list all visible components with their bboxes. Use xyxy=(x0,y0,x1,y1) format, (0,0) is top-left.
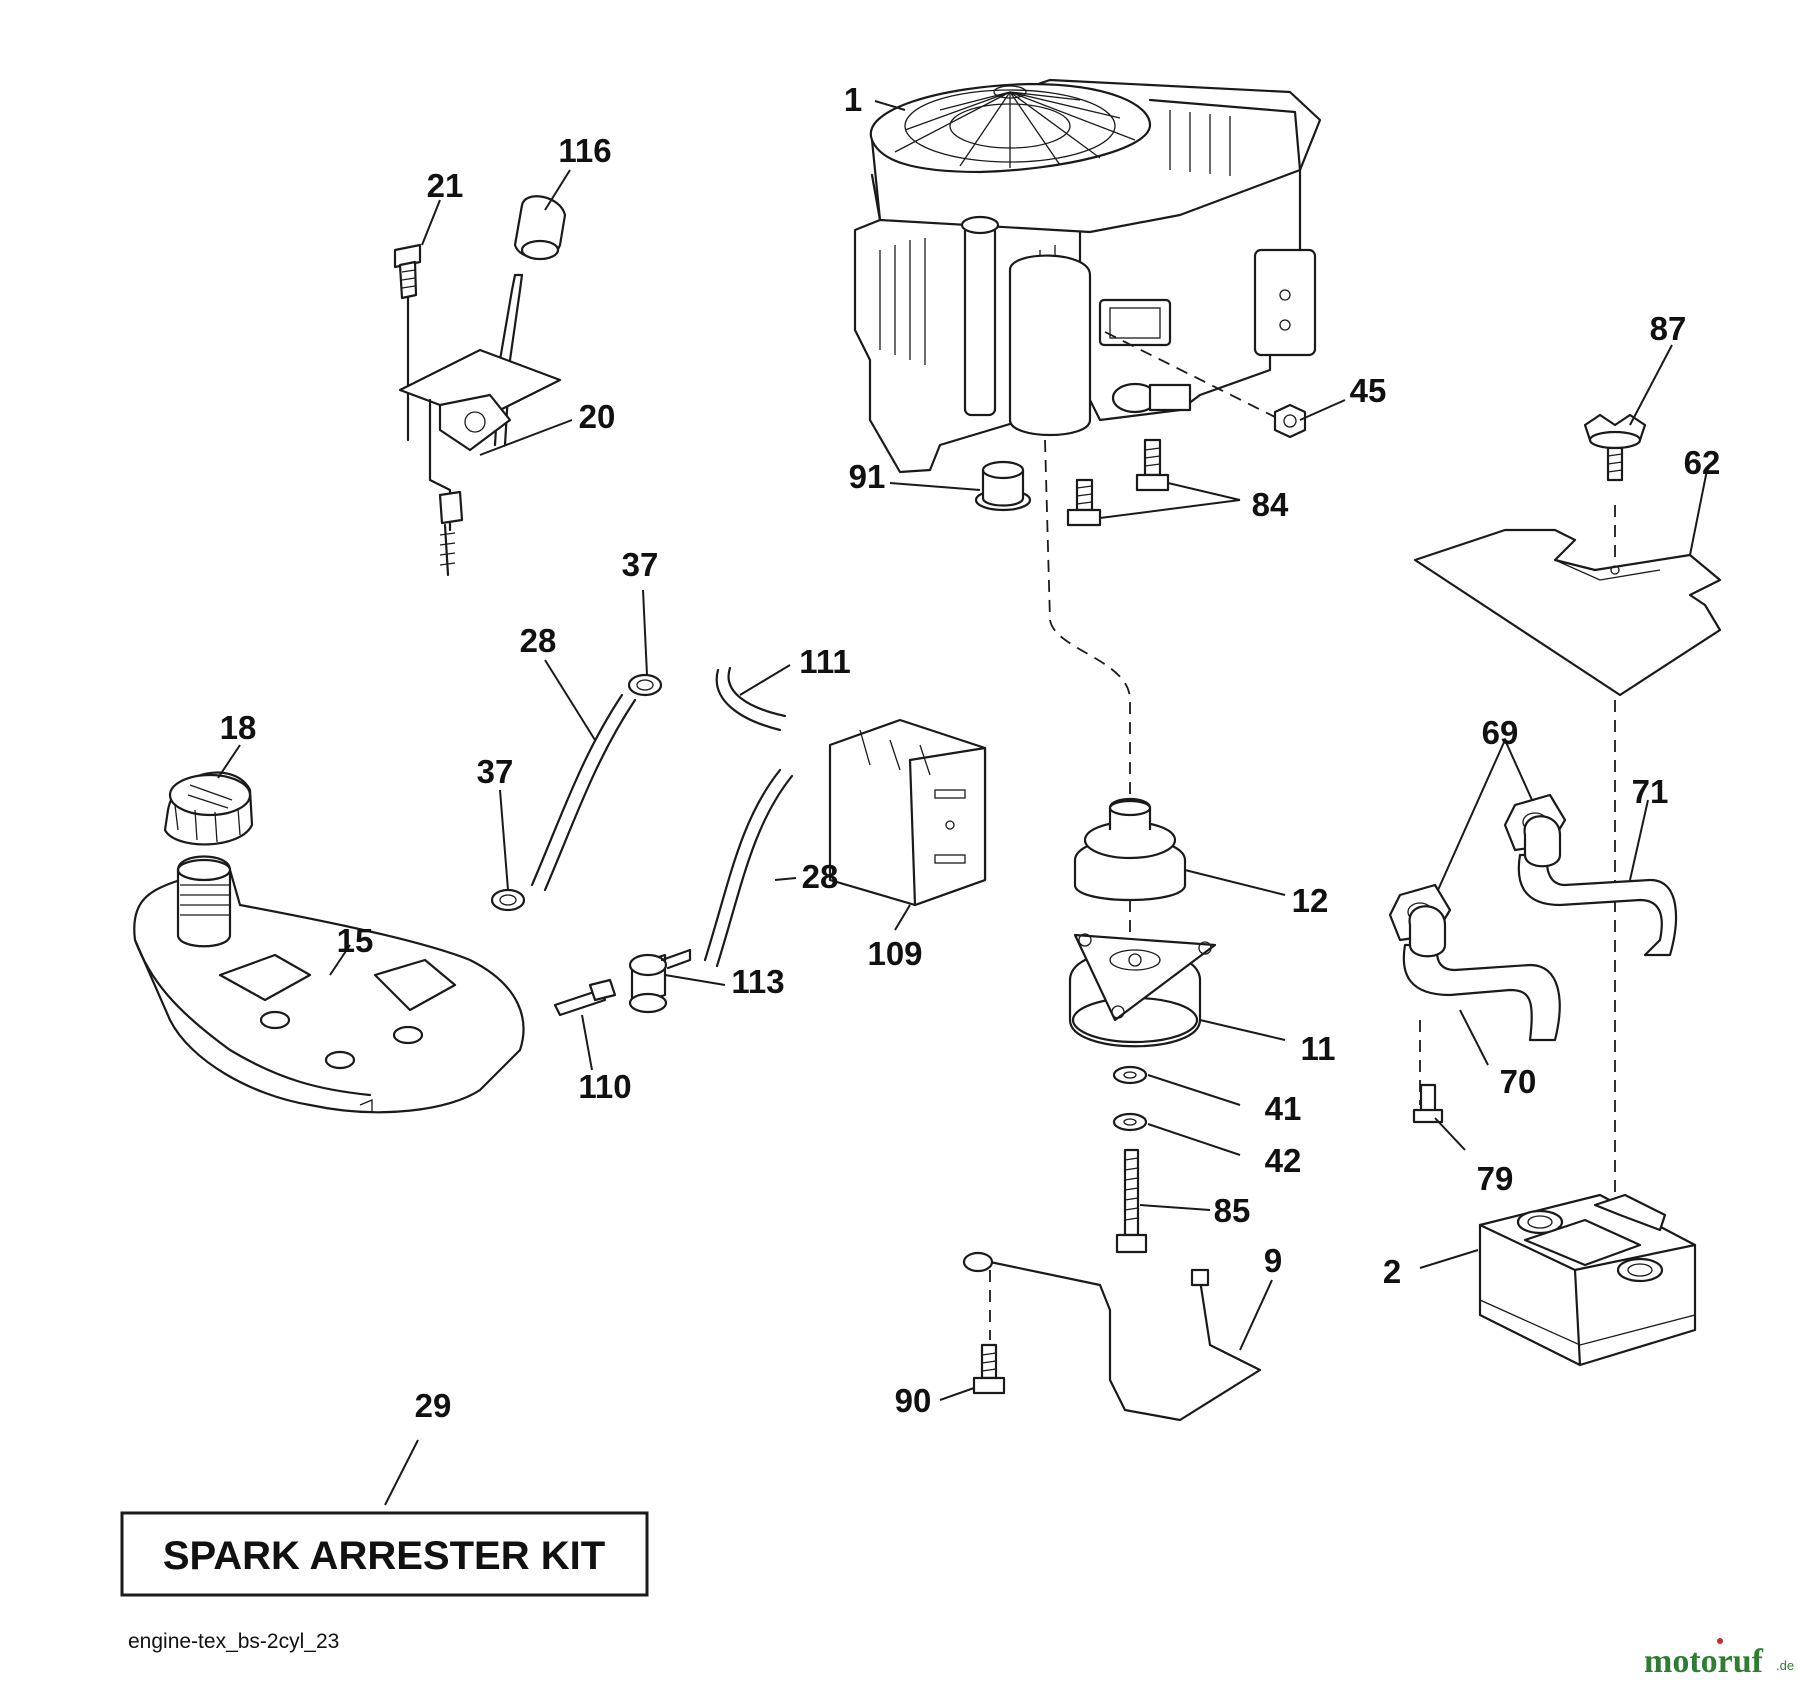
fuel-cap-part-18 xyxy=(163,771,254,846)
rod-part-9 xyxy=(962,1251,1262,1422)
callout-62: 62 xyxy=(1684,444,1721,481)
spark-arrester-kit-box: SPARK ARRESTER KIT xyxy=(120,1511,649,1597)
callout-37-lower: 37 xyxy=(477,753,514,790)
callout-29: 29 xyxy=(415,1387,452,1424)
callout-111: 111 xyxy=(799,643,850,680)
watermark-dot-icon xyxy=(1717,1638,1723,1644)
clamp-part-37-lower xyxy=(490,888,526,912)
callout-91: 91 xyxy=(849,458,886,495)
fuel-line-part-28-lower xyxy=(703,768,794,968)
callout-69: 69 xyxy=(1482,714,1519,751)
muffler-part-2 xyxy=(1478,1193,1697,1367)
bolts-part-84 xyxy=(1066,438,1170,527)
callout-42: 42 xyxy=(1265,1142,1302,1179)
engine-part-1 xyxy=(853,78,1322,474)
callout-85: 85 xyxy=(1214,1192,1251,1229)
callout-109: 109 xyxy=(867,935,922,972)
callout-84: 84 xyxy=(1252,486,1289,523)
callout-90: 90 xyxy=(895,1382,932,1419)
hose-part-111 xyxy=(715,666,787,732)
knob-part-87 xyxy=(1583,413,1647,482)
callout-28-lower: 28 xyxy=(802,858,839,895)
bolt-part-79 xyxy=(1412,1083,1444,1124)
callout-37-upper: 37 xyxy=(622,546,659,583)
throttle-assembly xyxy=(393,195,567,577)
diagram-reference: engine-tex_bs-2cyl_23 xyxy=(128,1630,339,1653)
callout-113: 113 xyxy=(731,963,784,1000)
callout-45: 45 xyxy=(1350,372,1387,409)
bolt-part-85 xyxy=(1115,1148,1148,1254)
callout-70: 70 xyxy=(1500,1063,1537,1100)
callout-11: 11 xyxy=(1301,1030,1336,1067)
callout-21: 21 xyxy=(427,167,464,204)
callout-20: 20 xyxy=(579,398,616,435)
watermark: motoruf .de xyxy=(1644,1638,1794,1680)
callout-79: 79 xyxy=(1477,1160,1514,1197)
callout-12: 12 xyxy=(1292,882,1329,919)
watermark-text: motoruf xyxy=(1644,1643,1764,1680)
fitting-part-110 xyxy=(553,978,617,1017)
fuel-line-part-28-upper xyxy=(530,693,637,892)
callout-116: 116 xyxy=(558,132,611,169)
exhaust-pipe-part-71 xyxy=(1517,815,1678,957)
callout-1: 1 xyxy=(844,81,862,118)
exhaust-pipe-part-70 xyxy=(1402,905,1561,1042)
pulley-part-12 xyxy=(1073,797,1187,902)
callout-28-upper: 28 xyxy=(520,622,557,659)
callout-2: 2 xyxy=(1383,1253,1401,1290)
callout-71: 71 xyxy=(1632,773,1669,810)
callout-87: 87 xyxy=(1650,310,1687,347)
clamp-part-37-upper xyxy=(627,673,663,697)
clutch-part-11 xyxy=(1068,933,1217,1048)
filter-canister-part-109 xyxy=(828,718,987,907)
watermark-suffix: .de xyxy=(1776,1658,1794,1673)
bolt-part-90 xyxy=(972,1343,1006,1395)
bushing-part-91 xyxy=(974,460,1032,512)
fuel-tank-part-15 xyxy=(133,855,525,1114)
washer-part-42 xyxy=(1112,1112,1148,1132)
callout-18: 18 xyxy=(220,709,257,746)
callout-110: 110 xyxy=(578,1068,631,1105)
leader-lines xyxy=(217,100,1708,1506)
callout-41: 41 xyxy=(1265,1090,1302,1127)
washer-part-41 xyxy=(1112,1065,1148,1085)
nut-part-45 xyxy=(1273,403,1307,439)
callout-15: 15 xyxy=(337,922,374,959)
fuel-valve-part-113 xyxy=(628,948,692,1014)
spark-arrester-kit-label: SPARK ARRESTER KIT xyxy=(163,1534,605,1578)
callout-9: 9 xyxy=(1264,1242,1282,1279)
callout-labels: 1 116 21 20 45 87 62 91 84 37 28 111 18 … xyxy=(220,81,1721,1424)
heat-shield-part-62 xyxy=(1413,528,1722,697)
